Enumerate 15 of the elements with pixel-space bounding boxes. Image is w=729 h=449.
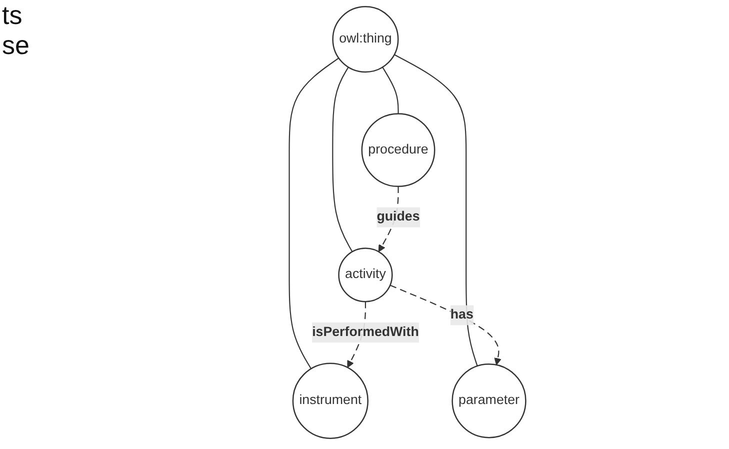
- node-circle: owl:thing: [332, 6, 399, 73]
- connector: [332, 66, 353, 252]
- connector: [394, 54, 478, 366]
- edge-label: has: [450, 308, 474, 322]
- arrow: [390, 284, 502, 366]
- edge-label: isPerformedWith: [312, 324, 419, 340]
- node-circle: activity: [338, 248, 393, 302]
- node-circle: instrument: [292, 362, 368, 439]
- connector: [382, 66, 399, 114]
- node-circle: parameter: [452, 364, 526, 438]
- connector: [288, 58, 340, 370]
- node-circle: procedure: [361, 113, 436, 188]
- note-text: se: [2, 30, 30, 60]
- note-text: ts: [2, 0, 24, 30]
- edge-label: guides: [376, 210, 420, 224]
